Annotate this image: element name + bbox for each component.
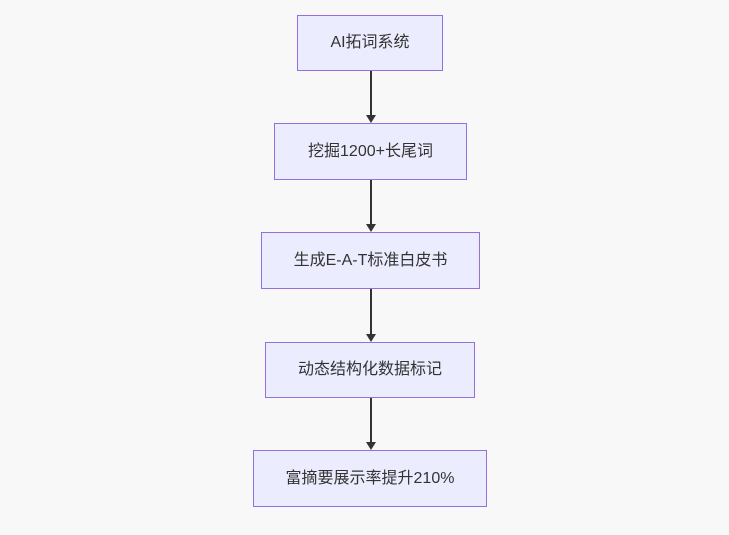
edge-line	[369, 289, 372, 336]
arrow-down-icon	[365, 334, 376, 342]
flow-node-label: AI拓词系统	[330, 34, 410, 51]
arrow-down-icon	[365, 224, 376, 232]
flow-edge-d-to-e	[364, 398, 377, 450]
flow-node-label: 挖掘1200+长尾词	[308, 142, 433, 160]
edge-line	[369, 180, 372, 226]
edge-line	[369, 398, 372, 444]
flow-node-label: 生成E-A-T标准白皮书	[293, 251, 448, 269]
flow-edge-b-to-c	[364, 180, 377, 232]
edge-line	[369, 71, 372, 117]
flow-node-label: 富摘要展示率提升210%	[285, 469, 455, 487]
flow-node-eat-whitepaper: 生成E-A-T标准白皮书	[261, 232, 480, 289]
flow-node-ai-word-expansion-system: AI拓词系统	[297, 15, 443, 71]
flow-node-label: 动态结构化数据标记	[297, 361, 442, 378]
arrow-down-icon	[365, 115, 376, 123]
flow-node-longtail-keyword-mining: 挖掘1200+长尾词	[274, 123, 467, 180]
flow-node-structured-data-markup: 动态结构化数据标记	[265, 342, 475, 398]
arrow-down-icon	[365, 442, 376, 450]
flow-node-rich-snippet-rate-increase: 富摘要展示率提升210%	[253, 450, 487, 507]
flow-edge-c-to-d	[364, 289, 377, 342]
flow-edge-a-to-b	[364, 71, 377, 123]
